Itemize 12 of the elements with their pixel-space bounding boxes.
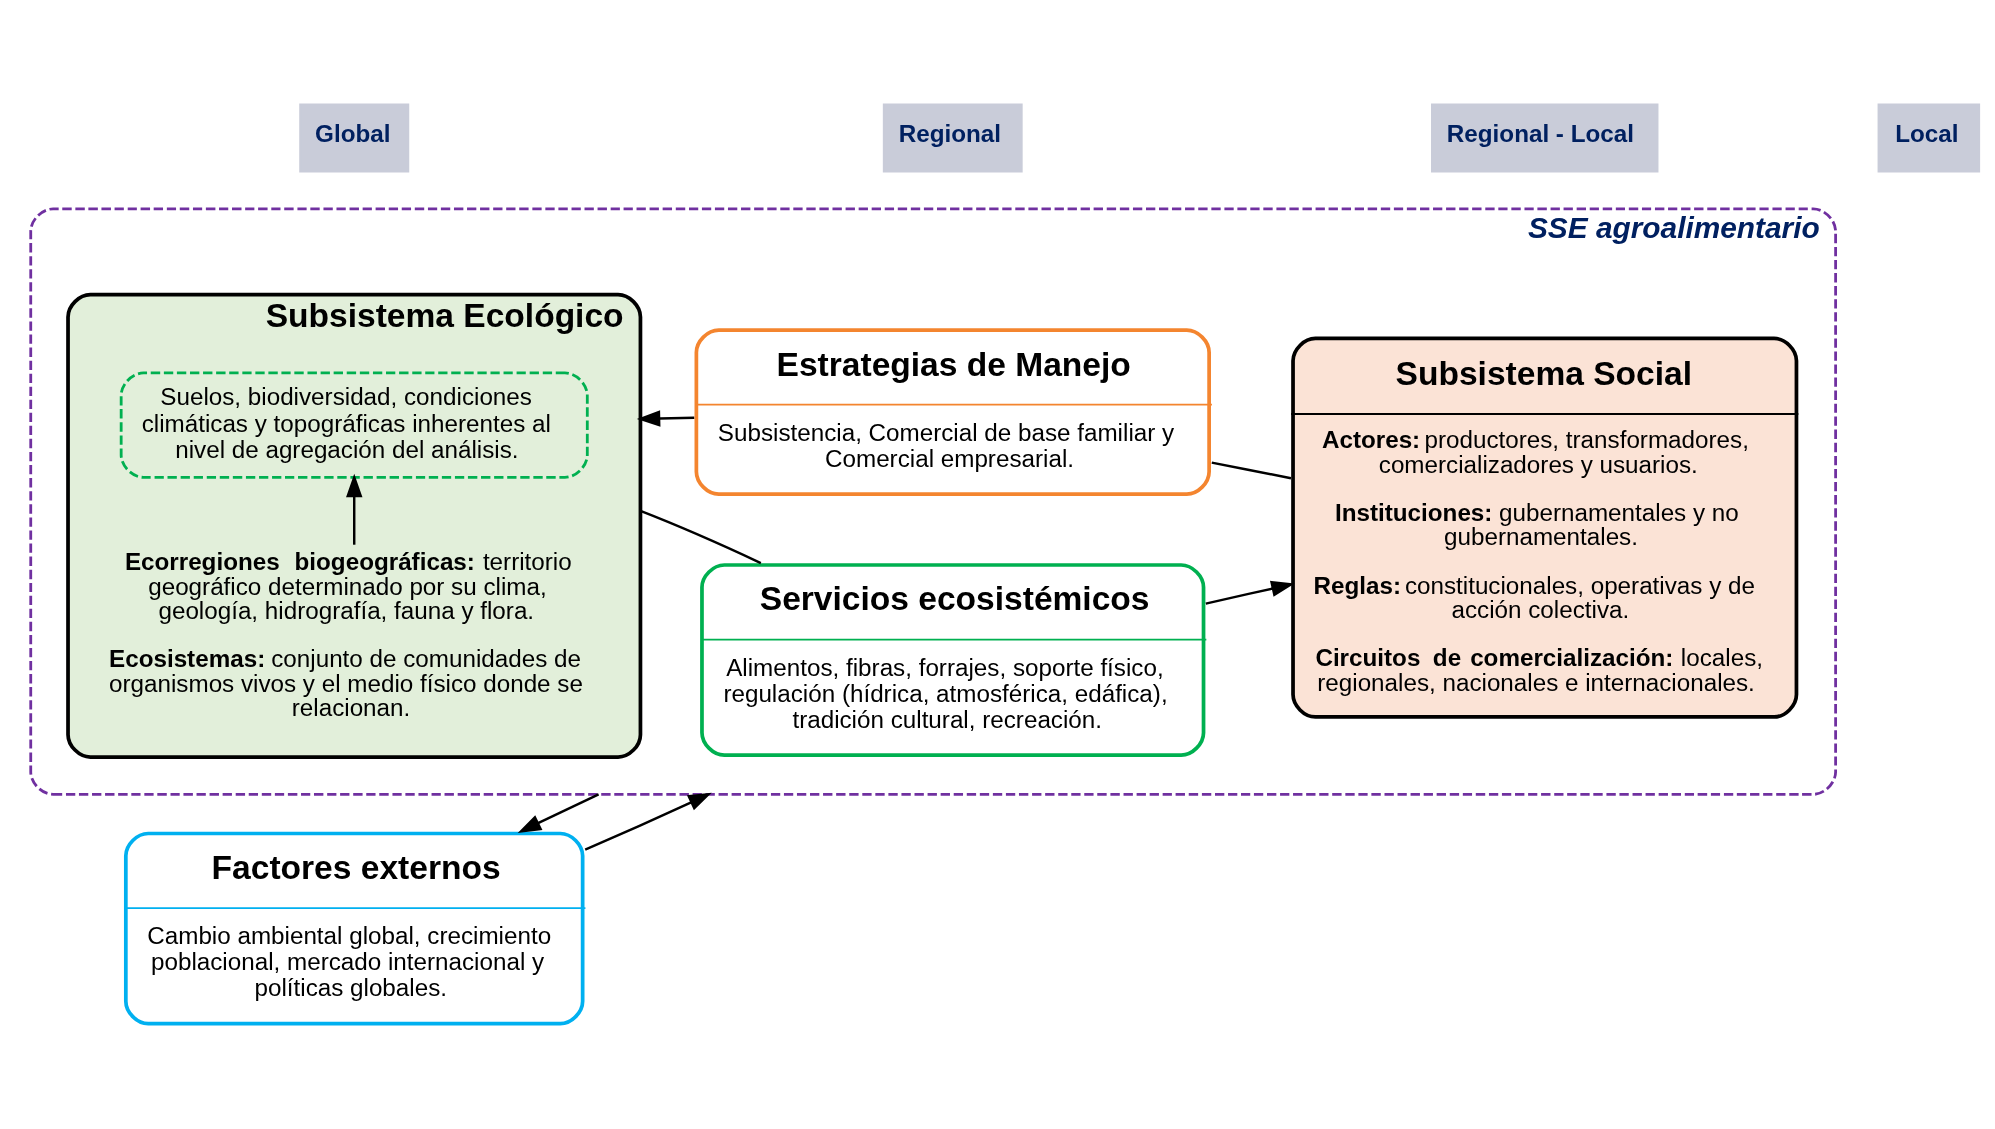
connector <box>1211 460 1292 479</box>
node-box: Suelos, biodiversidad, condiciones climáticas y topográficas inherentes al nivel de agregación del análisis. <box>119 371 589 479</box>
arrow <box>517 792 600 833</box>
label: Regional <box>898 119 1001 147</box>
arrow <box>584 792 712 851</box>
arrow <box>346 473 363 545</box>
arrow <box>1205 580 1295 605</box>
label: Regional - Local <box>1446 119 1634 147</box>
label: Global <box>315 119 391 147</box>
connector <box>640 509 762 564</box>
arrow <box>636 409 695 427</box>
label: Local <box>1895 119 1959 147</box>
